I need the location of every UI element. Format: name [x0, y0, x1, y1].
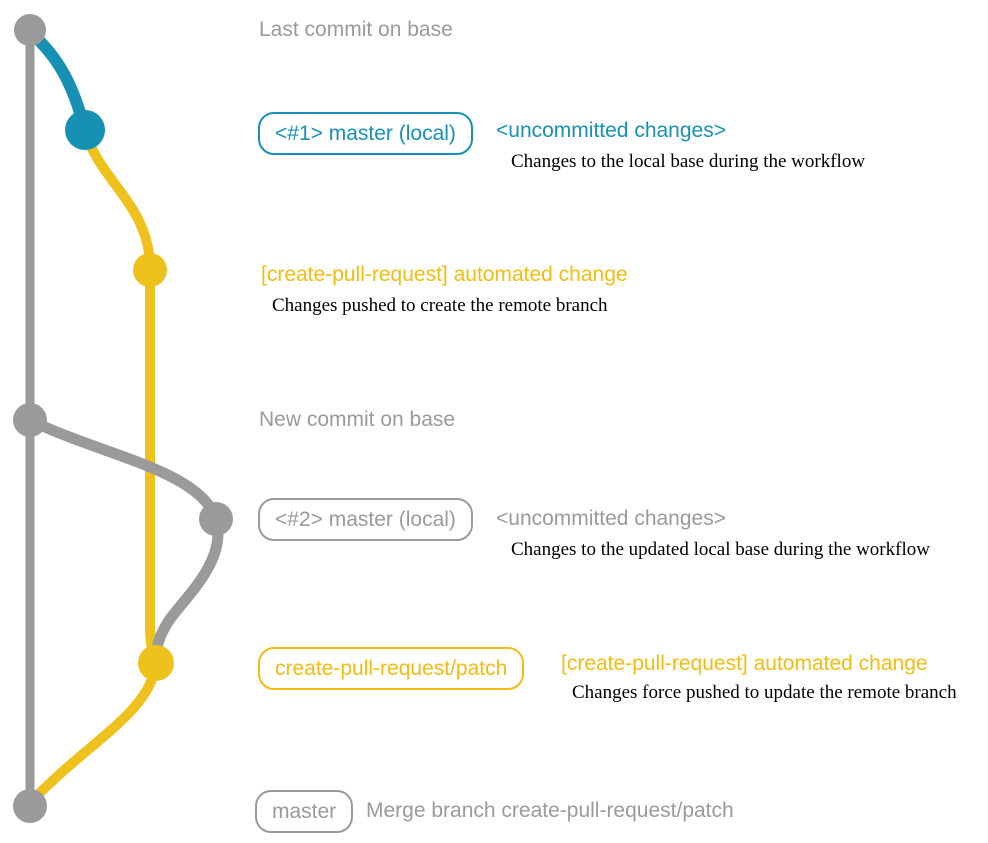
rebase-edge [150, 513, 224, 669]
patch-branch-edge [80, 125, 161, 667]
label-last-commit-on-base: Last commit on base [259, 18, 453, 41]
commit-title-automated-change-2: [create-pull-request] automated change [561, 652, 928, 675]
commit-node-patch-2 [138, 645, 174, 681]
commit-node-base-1 [14, 14, 46, 46]
commit-title-uncommitted-2: <uncommitted changes> [496, 507, 726, 530]
commit-description-automated-change-2: Changes force pushed to update the remot… [572, 682, 957, 703]
commit-node-base-2 [13, 403, 47, 437]
commit-title-uncommitted-1: <uncommitted changes> [496, 119, 726, 142]
branch-badge-master: master [255, 790, 354, 833]
branch-badge-create-pull-request-patch: create-pull-request/patch [258, 647, 525, 690]
commit-description-uncommitted-1: Changes to the local base during the wor… [511, 151, 866, 172]
base-update-edge [24, 414, 222, 525]
branch-badge-master-local-1: <#1> master (local) [258, 112, 473, 155]
commit-description-uncommitted-2: Changes to the updated local base during… [511, 539, 930, 560]
label-new-commit-on-base: New commit on base [259, 408, 456, 431]
patch-merge-edge [28, 658, 161, 805]
commit-title-automated-change-1: [create-pull-request] automated change [261, 263, 628, 286]
commit-node-patch-1 [133, 253, 167, 287]
commit-description-automated-change-1: Changes pushed to create the remote bran… [272, 295, 608, 316]
commit-node-local-1 [65, 110, 105, 150]
branch-badge-master-local-2: <#2> master (local) [258, 498, 473, 541]
commit-node-merge [13, 789, 47, 823]
label-merge-branch: Merge branch create-pull-request/patch [366, 799, 734, 822]
commit-node-local-2 [199, 502, 233, 536]
